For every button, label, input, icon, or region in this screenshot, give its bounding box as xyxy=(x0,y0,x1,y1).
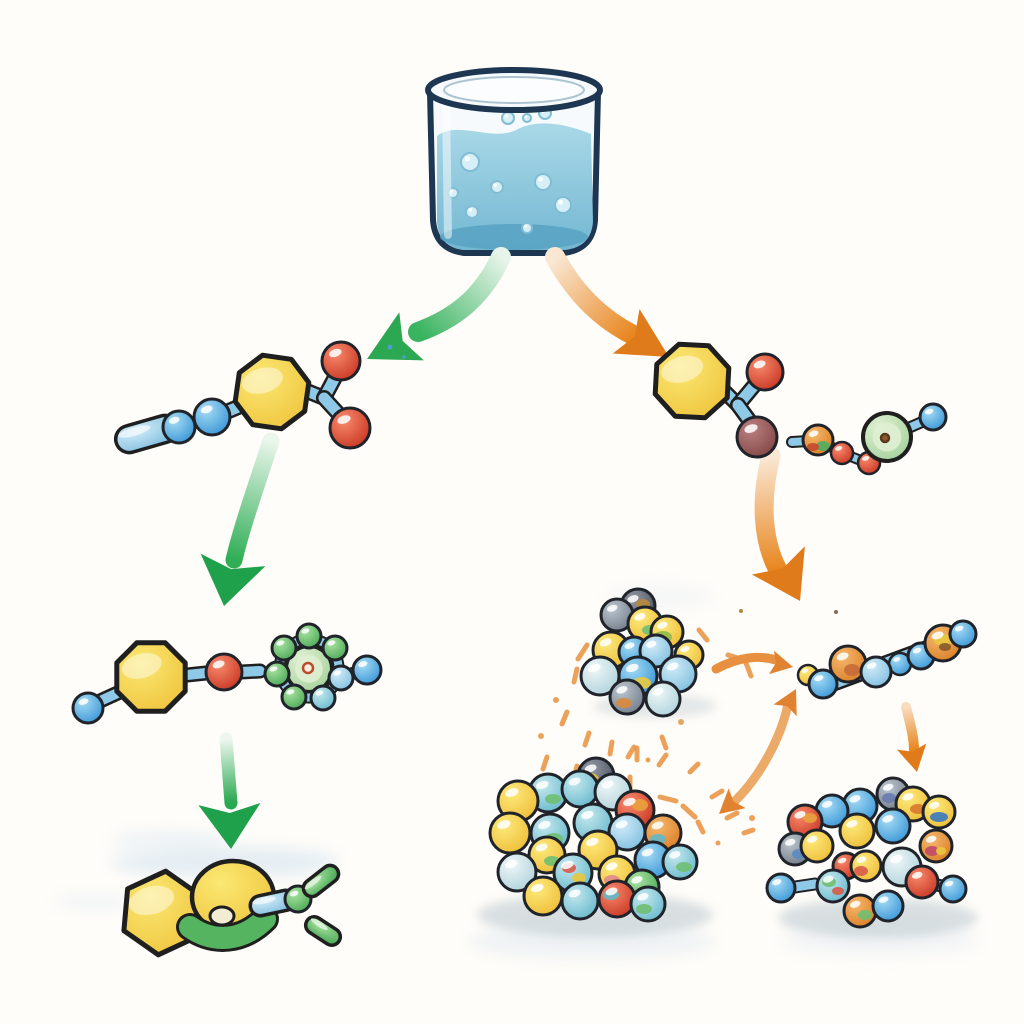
bubble xyxy=(554,196,572,214)
large-particle-cluster xyxy=(477,756,713,937)
bubble xyxy=(521,222,533,234)
arrow-head xyxy=(367,312,424,361)
arrow-head xyxy=(773,689,797,717)
bubble xyxy=(501,111,515,125)
arrow-shaft xyxy=(754,446,788,580)
green-product-molecule xyxy=(121,858,343,958)
oligomer-cluster xyxy=(579,587,717,718)
bubble xyxy=(490,180,504,194)
bubble xyxy=(465,205,479,219)
bubble xyxy=(522,113,532,123)
orange-monomer-molecule xyxy=(652,341,785,459)
green-step-arrow-1 xyxy=(200,432,280,606)
arrow-shaft xyxy=(729,699,793,807)
orange-branch-arrow xyxy=(545,247,669,357)
arrow-head xyxy=(719,788,746,814)
arrow-shaft xyxy=(711,652,781,674)
paint-specks xyxy=(387,344,838,614)
arrow-shaft xyxy=(408,247,511,342)
arrow-shaft xyxy=(219,732,238,810)
arrow-shaft xyxy=(545,247,643,345)
comonomer-molecule xyxy=(786,402,948,476)
arrow-head xyxy=(751,546,805,601)
chain-to-particle-arrow xyxy=(896,702,927,772)
arrow-shaft xyxy=(901,702,919,755)
cluster-to-chain-arrow xyxy=(711,650,793,675)
arrow-head xyxy=(200,553,266,606)
arrow-head xyxy=(768,650,793,675)
green-monomer-molecule xyxy=(113,340,372,455)
short-oligomer-chain xyxy=(796,619,978,700)
beaker-with-solution xyxy=(425,67,603,256)
bubble xyxy=(534,173,552,191)
orange-spray-marks xyxy=(538,627,756,846)
arrow-shaft xyxy=(225,432,280,569)
arrow-head xyxy=(896,743,927,772)
arrow-head xyxy=(612,308,669,357)
bubble xyxy=(460,152,480,172)
green-branch-arrow xyxy=(367,247,511,361)
chain-cluster-exchange-arrow xyxy=(719,689,797,814)
arrow-head xyxy=(198,802,261,849)
green-dimer-molecule xyxy=(71,622,383,725)
branched-particle-cluster xyxy=(765,776,978,938)
green-step-arrow-2 xyxy=(198,732,261,849)
orange-step-arrow xyxy=(751,446,805,601)
